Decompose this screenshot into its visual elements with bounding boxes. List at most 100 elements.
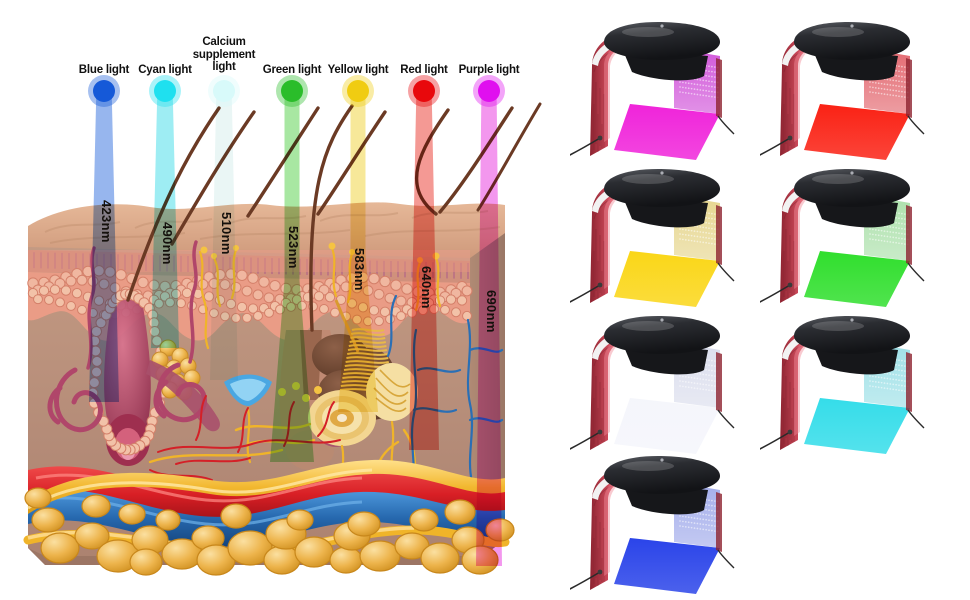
device-right-leg	[906, 352, 912, 412]
device-top-lid[interactable]	[794, 316, 910, 354]
led-device-yellow[interactable]	[563, 165, 755, 315]
device-top-lid[interactable]	[604, 22, 720, 60]
device-top-lid[interactable]	[794, 169, 910, 207]
led-dot-490nm	[149, 75, 181, 107]
led-dot-523nm	[276, 75, 308, 107]
led-device-blue-illustration	[563, 456, 735, 594]
device-right-leg	[716, 492, 722, 552]
lid-gloss	[622, 321, 674, 331]
device-body	[780, 177, 880, 303]
light-spill	[804, 104, 910, 160]
lid-gloss	[622, 174, 674, 184]
device-right-leg	[716, 205, 722, 265]
device-top-lid[interactable]	[604, 316, 720, 354]
device-right-leg	[906, 205, 912, 265]
led-device-magenta[interactable]	[563, 18, 755, 168]
cable-port	[597, 429, 603, 435]
secondary-cable	[907, 409, 925, 429]
led-device-cyan-illustration	[753, 316, 925, 454]
wavelength-value-423nm: 423nm	[99, 200, 114, 243]
led-dot-423nm	[88, 75, 120, 107]
secondary-cable	[717, 549, 735, 569]
lid-gloss	[812, 27, 864, 37]
body-ribs	[783, 45, 823, 152]
body-highlight	[794, 334, 822, 436]
device-right-leg	[716, 352, 722, 412]
wavelength-value-523nm: 523nm	[286, 226, 301, 269]
light-beam-583nm	[338, 84, 378, 412]
light-beam-510nm	[210, 84, 238, 380]
cable-port	[597, 135, 603, 141]
lid-gloss	[812, 321, 864, 331]
light-beam-423nm	[89, 84, 119, 402]
body-ribs	[593, 45, 633, 152]
beam-label-blue-light: Blue light	[78, 64, 130, 76]
lid-gloss	[812, 174, 864, 184]
device-body	[780, 30, 880, 156]
beam-label-yellow-light: Yellow light	[327, 64, 389, 76]
device-body	[780, 324, 880, 450]
led-dot-690nm	[473, 75, 505, 107]
beam-label-purple-light: Purple light	[458, 64, 520, 76]
cable-port	[597, 282, 603, 288]
device-body	[590, 30, 690, 156]
wavelength-value-583nm: 583nm	[352, 248, 367, 291]
led-device-white[interactable]	[563, 312, 755, 462]
secondary-cable	[907, 262, 925, 282]
led-dot-640nm	[408, 75, 440, 107]
body-ribs	[783, 339, 823, 446]
lid-sensor-dot	[660, 24, 664, 28]
beam-label-cyan-light: Cyan light	[138, 64, 192, 76]
led-dot-583nm	[342, 75, 374, 107]
cable-port	[787, 135, 793, 141]
beam-label-calcium-supplement-light: Calcium supplement light	[192, 36, 256, 73]
led-device-yellow-illustration	[563, 169, 735, 307]
skin-block-illustration	[23, 102, 542, 576]
led-device-green-illustration	[753, 169, 925, 307]
lid-gloss	[622, 27, 674, 37]
device-top-lid[interactable]	[604, 169, 720, 207]
led-device-red[interactable]	[753, 18, 945, 168]
light-beam-690nm	[476, 84, 502, 566]
device-top-lid[interactable]	[794, 22, 910, 60]
secondary-cable	[907, 115, 925, 135]
light-spill	[614, 538, 720, 594]
lid-gloss	[622, 461, 674, 471]
lid-sensor-dot	[660, 171, 664, 175]
wavelength-value-640nm: 640nm	[419, 266, 434, 309]
wavelength-value-490nm: 490nm	[160, 222, 175, 265]
lid-sensor-dot	[850, 171, 854, 175]
led-device-gallery	[560, 0, 970, 600]
secondary-cable	[717, 409, 735, 429]
light-beam-640nm	[409, 84, 439, 450]
led-device-blue[interactable]	[563, 452, 755, 600]
light-spill	[804, 398, 910, 454]
secondary-cable	[717, 262, 735, 282]
cable-port	[787, 282, 793, 288]
device-body	[590, 324, 690, 450]
device-right-leg	[906, 58, 912, 118]
device-top-lid[interactable]	[604, 456, 720, 494]
body-highlight	[604, 334, 632, 436]
lid-sensor-dot	[660, 318, 664, 322]
led-dot-510nm	[208, 75, 240, 107]
lid-sensor-dot	[850, 24, 854, 28]
beam-label-green-light: Green light	[262, 64, 322, 76]
wavelength-value-690nm: 690nm	[484, 290, 499, 333]
secondary-cable	[717, 115, 735, 135]
light-spill	[614, 104, 720, 160]
led-device-red-illustration	[753, 22, 925, 160]
body-highlight	[794, 40, 822, 142]
device-body	[590, 177, 690, 303]
led-device-green[interactable]	[753, 165, 945, 315]
led-device-cyan[interactable]	[753, 312, 945, 462]
cable-port	[597, 569, 603, 575]
led-device-white-illustration	[563, 316, 735, 454]
beam-label-red-light: Red light	[400, 64, 448, 76]
body-highlight	[794, 187, 822, 289]
light-beam-490nm	[151, 84, 179, 348]
wavelength-value-510nm: 510nm	[219, 212, 234, 255]
body-highlight	[604, 187, 632, 289]
light-spill	[614, 251, 720, 307]
